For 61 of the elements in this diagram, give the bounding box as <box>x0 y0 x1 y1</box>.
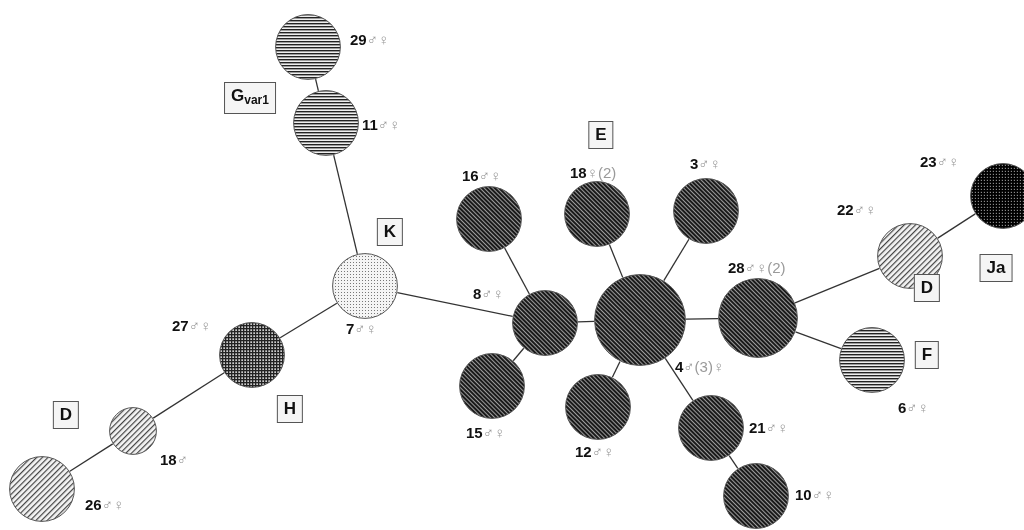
haplotype-label: 7♂♀ <box>346 320 377 338</box>
haplotype-circle <box>718 278 798 358</box>
connector-line <box>577 320 595 323</box>
haplotype-label: 27♂♀ <box>172 317 212 335</box>
connector-line <box>664 357 694 402</box>
haplotype-label: 18♀(2) <box>570 164 617 182</box>
haplotype-circle <box>565 374 631 440</box>
haplotype-circle <box>512 290 578 356</box>
haplotype-label: 4♂(3)♀ <box>675 358 725 376</box>
group-label: F <box>914 341 940 369</box>
haplotype-label: 12♂♀ <box>575 443 615 461</box>
connector-line <box>663 238 690 282</box>
group-label: D <box>913 274 941 302</box>
haplotype-circle <box>332 253 398 319</box>
connector-line <box>794 331 842 350</box>
haplotype-label: 6♂♀ <box>898 399 929 417</box>
haplotype-circle <box>678 395 744 461</box>
haplotype-circle <box>293 90 359 156</box>
group-label: G$_{var1}$ <box>224 82 276 114</box>
connector-line <box>937 213 976 239</box>
haplotype-label: 21♂♀ <box>749 419 789 437</box>
haplotype-label: 28♂♀(2) <box>728 259 786 277</box>
group-label: K <box>376 218 404 246</box>
haplotype-label: 26♂♀ <box>85 496 125 514</box>
haplotype-label: 3♂♀ <box>690 155 721 173</box>
connector-line <box>504 247 530 295</box>
haplotype-circle <box>673 178 739 244</box>
haplotype-circle <box>219 322 285 388</box>
connector-line <box>794 267 881 304</box>
haplotype-circle <box>9 456 75 522</box>
haplotype-label: 23♂♀ <box>920 153 960 171</box>
group-label: Ja <box>979 254 1013 282</box>
group-label: D <box>52 401 80 429</box>
haplotype-label: 22♂♀ <box>837 201 877 219</box>
connector-line <box>611 360 621 378</box>
connector-line <box>685 318 719 320</box>
connector-line <box>728 454 739 470</box>
haplotype-circle <box>459 353 525 419</box>
haplotype-label: 10♂♀ <box>795 486 835 504</box>
connector-line <box>333 154 358 255</box>
group-label: E <box>588 121 614 149</box>
group-label: H <box>276 395 304 423</box>
haplotype-label: 16♂♀ <box>462 167 502 185</box>
haplotype-circle <box>275 14 341 80</box>
haplotype-circle <box>456 186 522 252</box>
haplotype-circle <box>109 407 157 455</box>
haplotype-label: 8♂♀ <box>473 285 504 303</box>
connector-line <box>152 372 225 419</box>
haplotype-label: 15♂♀ <box>466 424 506 442</box>
haplotype-label: 11♂♀ <box>362 116 401 134</box>
haplotype-circle <box>839 327 905 393</box>
connector-line <box>608 243 624 278</box>
connector-line <box>69 443 114 472</box>
connector-line <box>314 78 320 92</box>
haplotype-label: 18♂ <box>160 451 188 469</box>
haplotype-circle <box>723 463 789 529</box>
connector-line <box>512 347 525 362</box>
connector-line <box>279 302 338 339</box>
haplotype-label: 29♂♀ <box>350 31 390 49</box>
connector-line <box>396 292 514 317</box>
haplotype-circle <box>564 181 630 247</box>
